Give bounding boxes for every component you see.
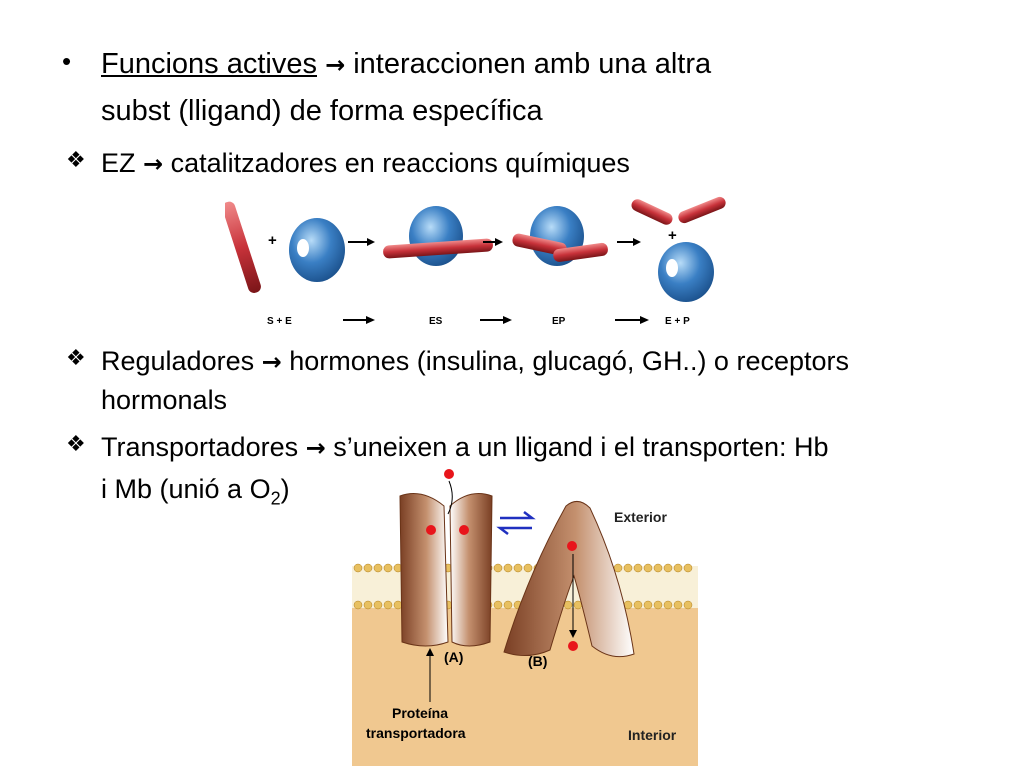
equilibrium-arrows-icon [496,511,536,535]
reaction-arrowhead [366,316,375,324]
enzyme-shape [289,218,345,282]
ligand-dot [459,525,469,535]
protein-label-line2: transportadora [366,725,466,741]
label-b: (B) [528,653,547,669]
bullet-functions-line1: Funcions actives → interaccionen amb una… [101,45,711,84]
diamond-bullet-icon: ❖ [66,148,86,173]
enzyme-shape [658,242,714,302]
product-rod [678,196,726,224]
transport-protein-a-right [449,493,493,647]
bullet-transportadores-line1: Transportadores → s’uneixen a un lligand… [101,428,829,467]
protein-label-line1: Proteína [392,705,448,721]
reaction-arrowhead [640,316,649,324]
interior-label: Interior [628,727,677,743]
reaction-arrowhead [495,238,503,246]
enzyme-cleft [297,239,309,257]
label-ep: EP [552,316,566,327]
bullet-ez: EZ → catalitzadores en reaccions químiqu… [101,144,630,183]
transport-protein-a-left [399,493,449,647]
ez-label: EZ [101,148,136,178]
reguladores-text: hormones (insulina, glucagó, GH..) o rec… [281,346,849,376]
transportadores-line2-a: i Mb (unió a O [101,474,271,504]
reaction-arrowhead [633,238,641,246]
ligand-arrowhead [569,630,577,638]
product-rod [553,242,608,262]
enzyme-reaction-figure: + + S + E ES EP E + P [225,196,726,327]
reaction-arrowhead [503,316,512,324]
right-arrow-icon: → [325,51,346,79]
plus-sign: + [668,227,677,244]
transportadores-line2-b: ) [280,474,290,504]
exterior-label: Exterior [614,509,667,525]
label-e-p: E + P [665,316,690,327]
ligand-dot [567,541,577,551]
diamond-bullet-icon: ❖ [66,346,86,371]
bullet-reguladores-line1: Reguladores → hormones (insulina, glucag… [101,342,849,381]
ligand-path-arrow [447,480,453,515]
transportadores-text: s’uneixen a un lligand i el transporten:… [325,432,829,462]
bullet-dot: • [62,46,72,76]
product-rod [512,233,567,256]
transport-protein-b [503,501,635,658]
ligand-dot [444,469,454,479]
bullet-transportadores-line2: i Mb (unió a O2) [101,470,290,517]
plus-sign: + [268,232,277,249]
label-es: ES [429,316,443,327]
transportadores-label: Transportadores [101,432,299,462]
right-arrow-icon: → [143,150,164,178]
substrate-rod [383,238,493,259]
label-a: (A) [444,649,463,665]
label-s-e: S + E [267,316,292,327]
enzyme-cleft [666,259,678,277]
bullet-functions-line2: subst (lligand) de forma específica [101,95,543,127]
functions-actives-term: Funcions actives [101,48,317,80]
ligand-dot [426,525,436,535]
membrane-transport-figure: Exterior (A) (B) Proteína transportadora… [352,466,698,766]
product-rod [631,199,673,225]
functions-actives-text: interaccionen amb una altra [345,48,712,80]
bullet-reguladores-line2: hormonals [101,385,228,415]
reguladores-label: Reguladores [101,346,255,376]
right-arrow-icon: → [305,434,326,462]
oxygen-subscript: 2 [270,488,281,509]
ez-text: catalitzadores en reaccions químiques [163,148,630,178]
diamond-bullet-icon: ❖ [66,432,86,457]
substrate-rod [225,201,261,293]
reaction-arrowhead [367,238,375,246]
pointer-arrowhead [426,648,434,656]
enzyme-shape [409,206,463,266]
ligand-dot [568,641,578,651]
right-arrow-icon: → [261,348,282,376]
